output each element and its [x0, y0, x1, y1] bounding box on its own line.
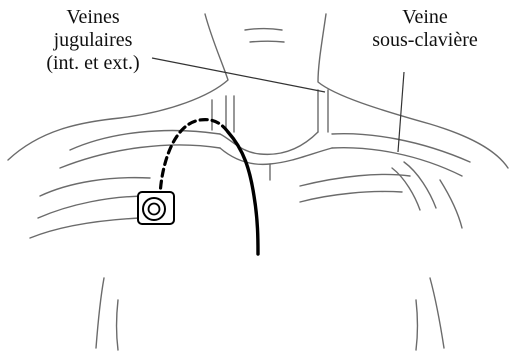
- implanted-port-icon: [138, 192, 174, 224]
- catheter-line: [228, 132, 258, 254]
- chin-line-2: [250, 41, 284, 42]
- right-arm-line: [440, 180, 462, 228]
- jugular-leader-line: [152, 58, 325, 92]
- internal-jugular-vein: [226, 96, 234, 132]
- subclavian-label-line-1: Veine: [345, 6, 505, 29]
- central-vein-lower: [220, 148, 332, 164]
- right-subclavian-vein: [392, 162, 436, 210]
- right-chest-line-2: [300, 191, 402, 202]
- subclavian-label-line-2: sous-clavière: [345, 29, 505, 52]
- jugular-label-line-2: jugulaires: [28, 29, 158, 52]
- left-chest-line-1: [40, 178, 150, 196]
- subclavian-vein-label: Veine sous-clavière: [345, 6, 505, 52]
- left-lower-torso-2: [117, 300, 119, 350]
- jugular-veins-label: Veines jugulaires (int. et ext.): [28, 6, 158, 75]
- jugular-label-line-3: (int. et ext.): [28, 52, 158, 75]
- left-chest-line-3: [30, 218, 140, 238]
- jugular-label-line-1: Veines: [28, 6, 158, 29]
- left-chest-line-2: [38, 196, 148, 218]
- external-jugular-vein: [318, 90, 328, 132]
- right-chest-line-1: [300, 174, 410, 186]
- chin-line: [245, 29, 282, 31]
- right-lower-torso-2: [416, 300, 418, 350]
- right-lower-torso: [430, 278, 444, 348]
- left-lower-torso: [96, 278, 104, 348]
- left-clavicle-lower: [60, 145, 220, 168]
